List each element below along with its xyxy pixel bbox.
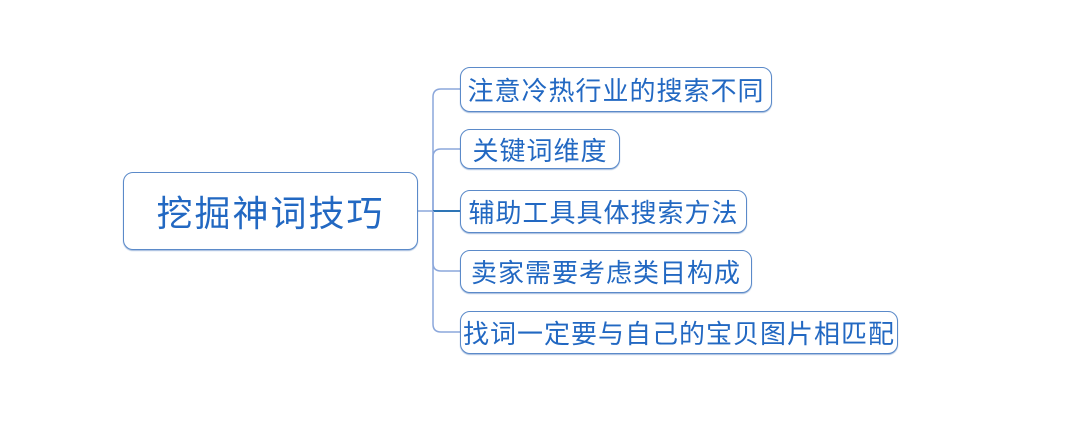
subtopic-2-label: 关键词维度 [472,136,608,166]
subtopic-1[interactable]: 注意冷热行业的搜索不同 [460,67,772,112]
subtopic-4[interactable]: 卖家需要考虑类目构成 [460,250,752,293]
subtopic-5-label: 找词一定要与自己的宝贝图片相匹配 [462,320,895,349]
subtopic-3[interactable]: 辅助工具具体搜索方法 [460,190,747,233]
subtopic-4-label: 卖家需要考虑类目构成 [470,259,741,288]
subtopic-5[interactable]: 找词一定要与自己的宝贝图片相匹配 [460,311,898,354]
root-topic[interactable]: 挖掘神词技巧 [123,172,418,250]
subtopic-1-label: 注意冷热行业的搜索不同 [467,77,765,106]
subtopic-2[interactable]: 关键词维度 [460,129,620,169]
connector-branch-2 [432,148,460,211]
connector-branch-1 [432,88,460,211]
connector-branch-5 [432,211,460,333]
connector-branch-4 [432,211,460,272]
subtopic-3-label: 辅助工具具体搜索方法 [468,199,739,228]
root-topic-label: 挖掘神词技巧 [156,194,385,234]
